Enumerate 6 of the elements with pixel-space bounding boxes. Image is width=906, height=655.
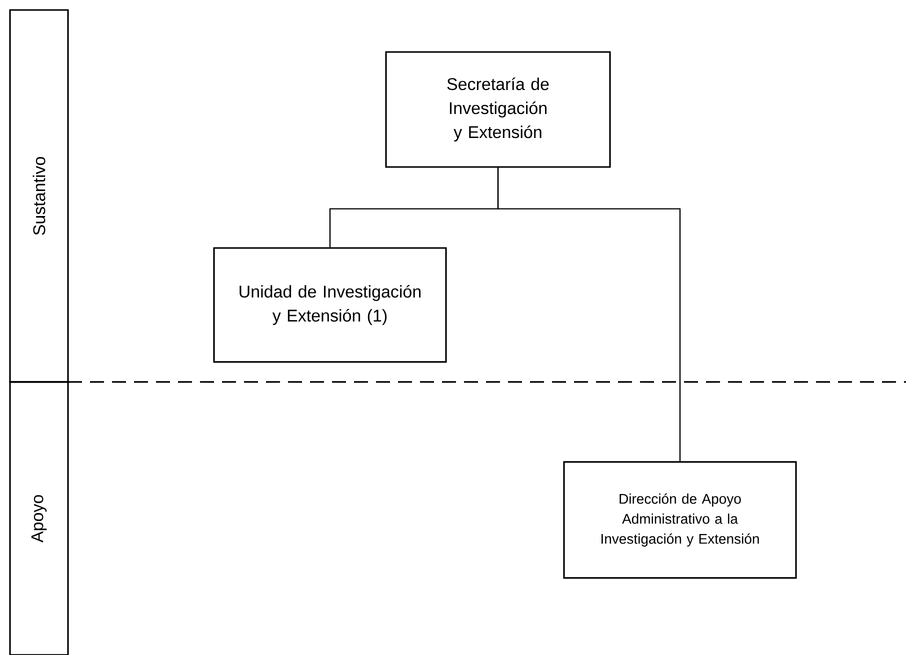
org-box: Secretaría de Investigación y Extensión bbox=[385, 51, 611, 168]
org-box: Dirección de Apoyo Administrativo a la Investigación y Extensión bbox=[563, 461, 797, 579]
band: Sustantivo bbox=[9, 9, 69, 383]
org-box: Unidad de Investigación y Extensión (1) bbox=[213, 247, 447, 363]
band: Apoyo bbox=[9, 381, 69, 655]
connector-line bbox=[497, 168, 681, 462]
